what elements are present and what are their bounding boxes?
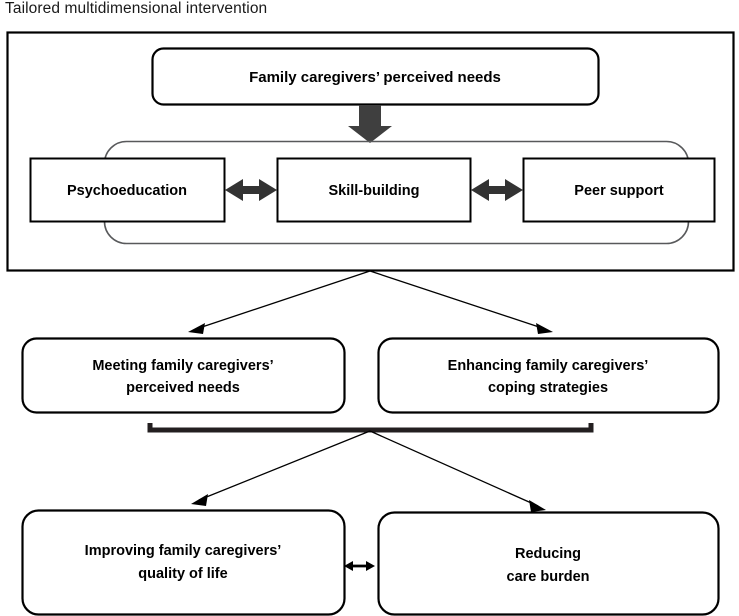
node-meeting-perceived-needs-label-line2: perceived needs bbox=[126, 380, 240, 396]
node-skill-building-label: Skill-building bbox=[328, 183, 419, 199]
node-meeting-perceived-needs[interactable] bbox=[21, 337, 346, 414]
down-arrow-icon bbox=[348, 105, 392, 143]
node-improving-quality-of-life[interactable] bbox=[21, 509, 346, 616]
node-peer-support[interactable] bbox=[522, 157, 716, 223]
branch-arrows-tier2 bbox=[191, 430, 546, 512]
node-peer-support-label: Peer support bbox=[574, 183, 664, 199]
branch-arrows-tier1 bbox=[188, 270, 553, 334]
bidirectional-arrow-psychoeducation-skill-building bbox=[225, 179, 277, 201]
node-enhancing-coping-strategies-label-line1: Enhancing family caregivers’ bbox=[448, 358, 649, 374]
node-skill-building[interactable] bbox=[276, 157, 472, 223]
figure-title: Tailored multidimensional intervention bbox=[5, 0, 268, 17]
node-family-caregivers-perceived-needs[interactable] bbox=[151, 47, 600, 106]
node-family-caregivers-perceived-needs-label: Family caregivers’ perceived needs bbox=[249, 69, 501, 86]
bidirectional-arrow-skill-building-peer-support bbox=[471, 179, 523, 201]
node-improving-quality-of-life-label-line2: quality of life bbox=[138, 566, 227, 582]
node-improving-quality-of-life-label-line1: Improving family caregivers’ bbox=[85, 543, 282, 559]
bracket-connector bbox=[147, 423, 594, 433]
node-psychoeducation[interactable] bbox=[29, 157, 226, 223]
node-reducing-care-burden-label-line1: Reducing bbox=[515, 546, 581, 562]
node-reducing-care-burden-label-line2: care burden bbox=[507, 569, 590, 585]
node-enhancing-coping-strategies[interactable] bbox=[377, 337, 720, 414]
node-meeting-perceived-needs-label-line1: Meeting family caregivers’ bbox=[92, 358, 273, 374]
node-psychoeducation-label: Psychoeducation bbox=[67, 183, 187, 199]
node-reducing-care-burden[interactable] bbox=[377, 511, 720, 616]
bidirectional-arrow-quality-of-life-care-burden bbox=[344, 561, 375, 571]
node-enhancing-coping-strategies-label-line2: coping strategies bbox=[488, 380, 608, 396]
